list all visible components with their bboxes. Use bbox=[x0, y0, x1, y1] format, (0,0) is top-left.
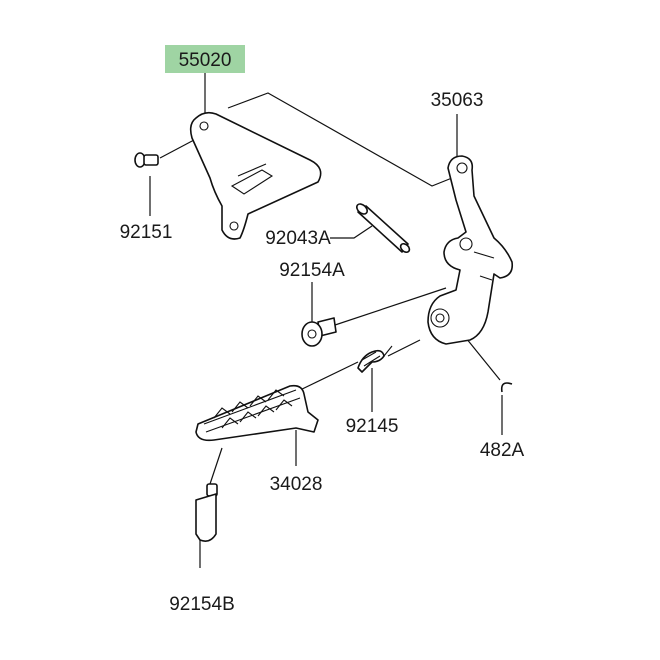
part-55020-highlight bbox=[165, 45, 245, 73]
part-label-92151[interactable]: 92151 bbox=[120, 222, 173, 243]
leader-lines bbox=[149, 73, 503, 568]
part-92154A-bolt[interactable] bbox=[301, 317, 337, 347]
footpeg-grip-teeth bbox=[213, 389, 293, 429]
part-label-92154B[interactable]: 92154B bbox=[169, 594, 235, 615]
part-label-34028[interactable]: 34028 bbox=[270, 474, 323, 495]
part-92043A-pin[interactable] bbox=[355, 202, 411, 254]
part-label-35063[interactable]: 35063 bbox=[431, 90, 484, 111]
part-35063-holder[interactable] bbox=[427, 155, 514, 345]
part-label-92154A[interactable]: 92154A bbox=[279, 260, 345, 281]
part-92145-spring[interactable] bbox=[357, 345, 393, 373]
part-34028-footpeg[interactable] bbox=[195, 384, 319, 442]
part-92154B-bolt[interactable] bbox=[195, 483, 218, 542]
part-label-92043A[interactable]: 92043A bbox=[265, 228, 331, 249]
part-482A-circlip[interactable] bbox=[500, 382, 513, 393]
part-label-482A[interactable]: 482A bbox=[480, 440, 525, 461]
part-label-92145[interactable]: 92145 bbox=[346, 416, 399, 437]
part-55020-bracket[interactable] bbox=[189, 111, 322, 240]
part-92151-bolt[interactable] bbox=[134, 152, 159, 168]
part-label-55020[interactable]: 55020 bbox=[179, 50, 232, 71]
